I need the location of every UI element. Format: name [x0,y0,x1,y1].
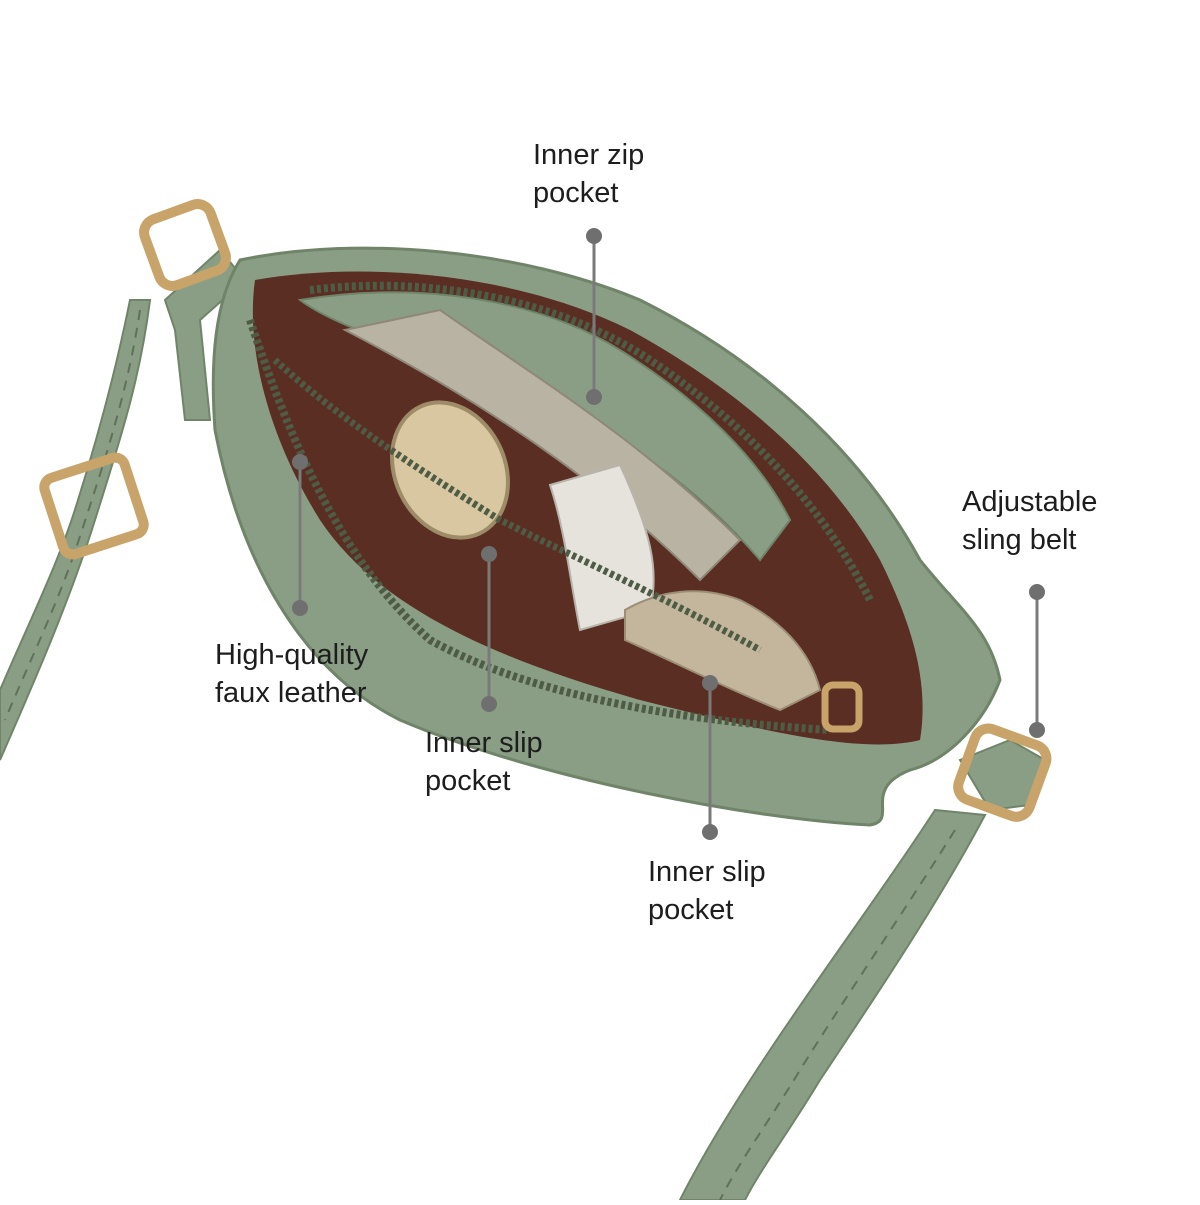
callout-dot-slip-pocket-1 [481,546,497,562]
callout-dot-slip-pocket-2-end [702,824,718,840]
label-line: Inner slip [425,727,543,759]
callout-dot-slip-pocket-1-end [481,696,497,712]
label-inner-slip-pocket-1: Inner slip pocket [425,724,543,800]
label-line: Adjustable [962,486,1098,518]
label-line: sling belt [962,524,1077,556]
callout-dots [292,228,1045,840]
label-line: faux leather [215,677,367,709]
callout-markers [298,236,1039,832]
left-strap-stitching [4,309,141,721]
label-line: Inner slip [648,856,766,888]
label-adjustable-sling-belt: Adjustable sling belt [962,483,1097,559]
label-line: High-quality [215,639,369,671]
label-line: Inner zip [533,139,645,171]
label-line: pocket [533,177,619,209]
callout-dot-sling-belt-end [1029,722,1045,738]
callout-dot-slip-pocket-2 [702,675,718,691]
zipper-middle [272,357,762,654]
left-strap [0,299,152,761]
label-inner-zip-pocket: Inner zip pocket [533,136,644,212]
wallet [624,590,822,712]
right-strap-stitching [719,829,956,1201]
compact-mirror [390,400,510,540]
book [342,308,742,582]
zipper-top [309,281,874,602]
callout-dot-faux-leather-end [292,600,308,616]
label-faux-leather: High-quality faux leather [215,636,368,712]
small-ring-icon [821,681,863,733]
callout-dot-faux-leather [292,454,308,470]
label-inner-slip-pocket-2: Inner slip pocket [648,853,766,929]
zipper-bottom [246,318,831,734]
callout-dot-inner-zip-end [586,389,602,405]
callout-dot-sling-belt [1029,584,1045,600]
d-ring-left-icon [139,199,231,291]
callout-dot-inner-zip [586,228,602,244]
strap-buckle-icon [39,452,149,560]
label-line: pocket [648,894,734,926]
label-line: pocket [425,765,511,797]
d-ring-right-icon [953,723,1052,822]
